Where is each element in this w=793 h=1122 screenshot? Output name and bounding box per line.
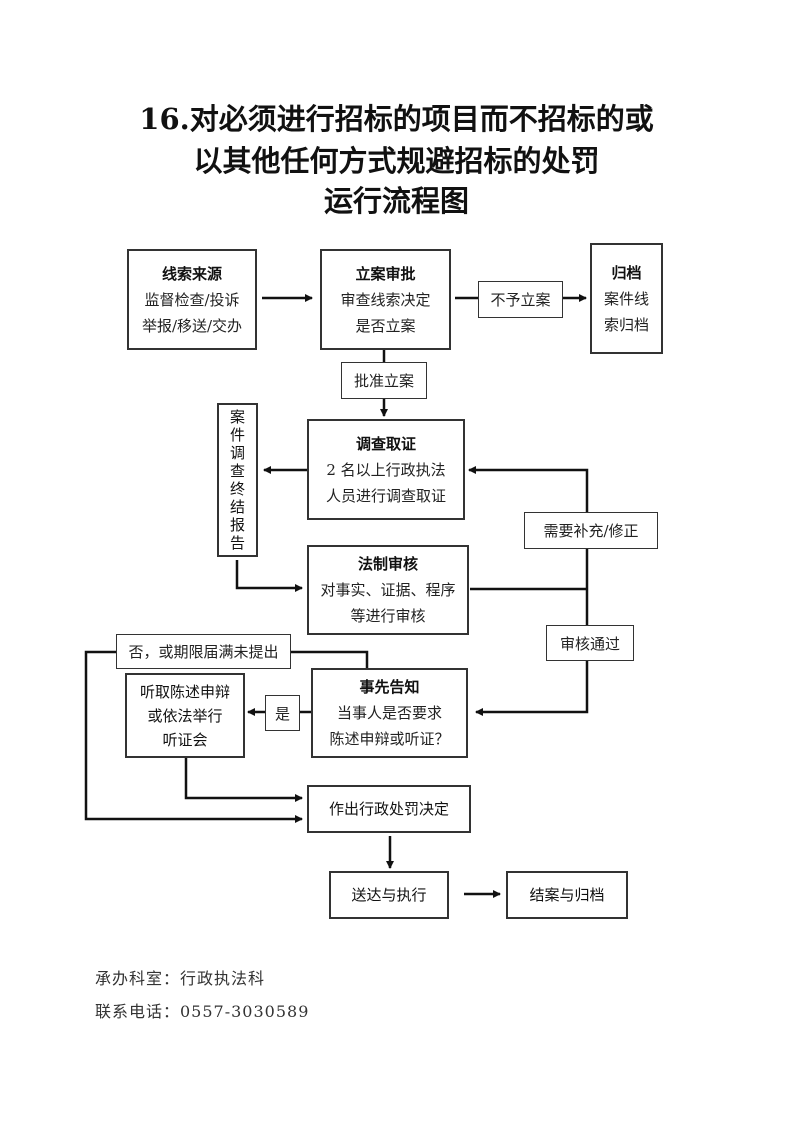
node-archive-line-1: 案件线 [603,289,649,308]
node-investigation: 调查取证 2 名以上行政执法 人员进行调查取证 [307,419,465,520]
node-final-report-text: 案件调查终结报告 [229,408,245,552]
node-clue-source-line-2: 举报/移送/交办 [141,316,243,335]
node-legal-review-heading: 法制审核 [357,555,418,573]
node-hearing-line-2: 或依法举行 [147,706,223,725]
node-case-approval-line-1: 审查线索决定 [340,290,431,309]
node-case-approval-heading: 立案审批 [355,264,416,283]
node-prior-notice: 事先告知 当事人是否要求 陈述申辩或听证？ [311,668,468,758]
node-legal-review-line-1: 对事实、证据、程序 [320,581,456,599]
label-yes: 是 [265,695,300,731]
label-approved: 批准立案 [341,362,427,399]
arrow-no-to-penalty [84,650,303,823]
node-prior-notice-line-2: 陈述申辩或听证？ [329,730,450,748]
node-case-approval-line-2: 是否立案 [355,316,416,335]
node-clue-source-heading: 线索来源 [161,264,222,283]
node-prior-notice-line-1: 当事人是否要求 [336,704,442,722]
arrow-supplement-to-investigation [468,466,589,512]
label-needs-supplement: 需要补充/修正 [524,512,658,549]
page-title-line-3: 运行流程图 [323,184,469,218]
arrow-report-to-review [235,560,303,592]
node-investigation-heading: 调查取证 [355,434,416,453]
node-archive-line-2: 索归档 [603,315,649,334]
node-delivery: 送达与执行 [329,871,449,919]
node-hearing-line-3: 听证会 [162,730,208,749]
page-title-line-2: 以其他任何方式规避招标的处罚 [193,144,600,178]
arrow-hearing-to-penalty [184,758,303,802]
footer-department: 承办科室：行政执法科 [95,969,266,988]
label-review-passed: 审核通过 [546,625,634,661]
node-investigation-line-1: 2 名以上行政执法 [326,460,446,479]
node-clue-source-line-1: 监督检查/投诉 [144,290,240,309]
node-hearing: 听取陈述申辩 或依法举行 听证会 [125,673,245,758]
node-archive-heading: 归档 [611,263,642,282]
node-investigation-line-2: 人员进行调查取证 [325,486,446,505]
footer-phone: 联系电话：0557-3030589 [95,1002,310,1021]
node-prior-notice-heading: 事先告知 [359,678,420,696]
line-notice-to-no [290,650,369,668]
node-hearing-line-1: 听取陈述申辩 [139,682,230,701]
arrow-passed-to-notice [475,660,589,716]
node-legal-review: 法制审核 对事实、证据、程序 等进行审核 [307,545,469,635]
node-final-report: 案件调查终结报告 [217,403,258,557]
label-not-filed: 不予立案 [478,281,563,318]
node-penalty-decision: 作出行政处罚决定 [307,785,471,833]
node-penalty-decision-text: 作出行政处罚决定 [328,800,449,818]
node-case-approval: 立案审批 审查线索决定 是否立案 [320,249,451,350]
node-archive: 归档 案件线 索归档 [590,243,663,354]
node-legal-review-line-2: 等进行审核 [350,607,426,625]
label-no-or-expired: 否，或期限届满未提出 [116,634,291,669]
page-title-line-1: 16.对必须进行招标的项目而不招标的或 [139,102,654,136]
node-close-archive: 结案与归档 [506,871,628,919]
node-close-archive-text: 结案与归档 [529,886,605,904]
node-clue-source: 线索来源 监督检查/投诉 举报/移送/交办 [127,249,257,350]
node-delivery-text: 送达与执行 [351,886,427,904]
